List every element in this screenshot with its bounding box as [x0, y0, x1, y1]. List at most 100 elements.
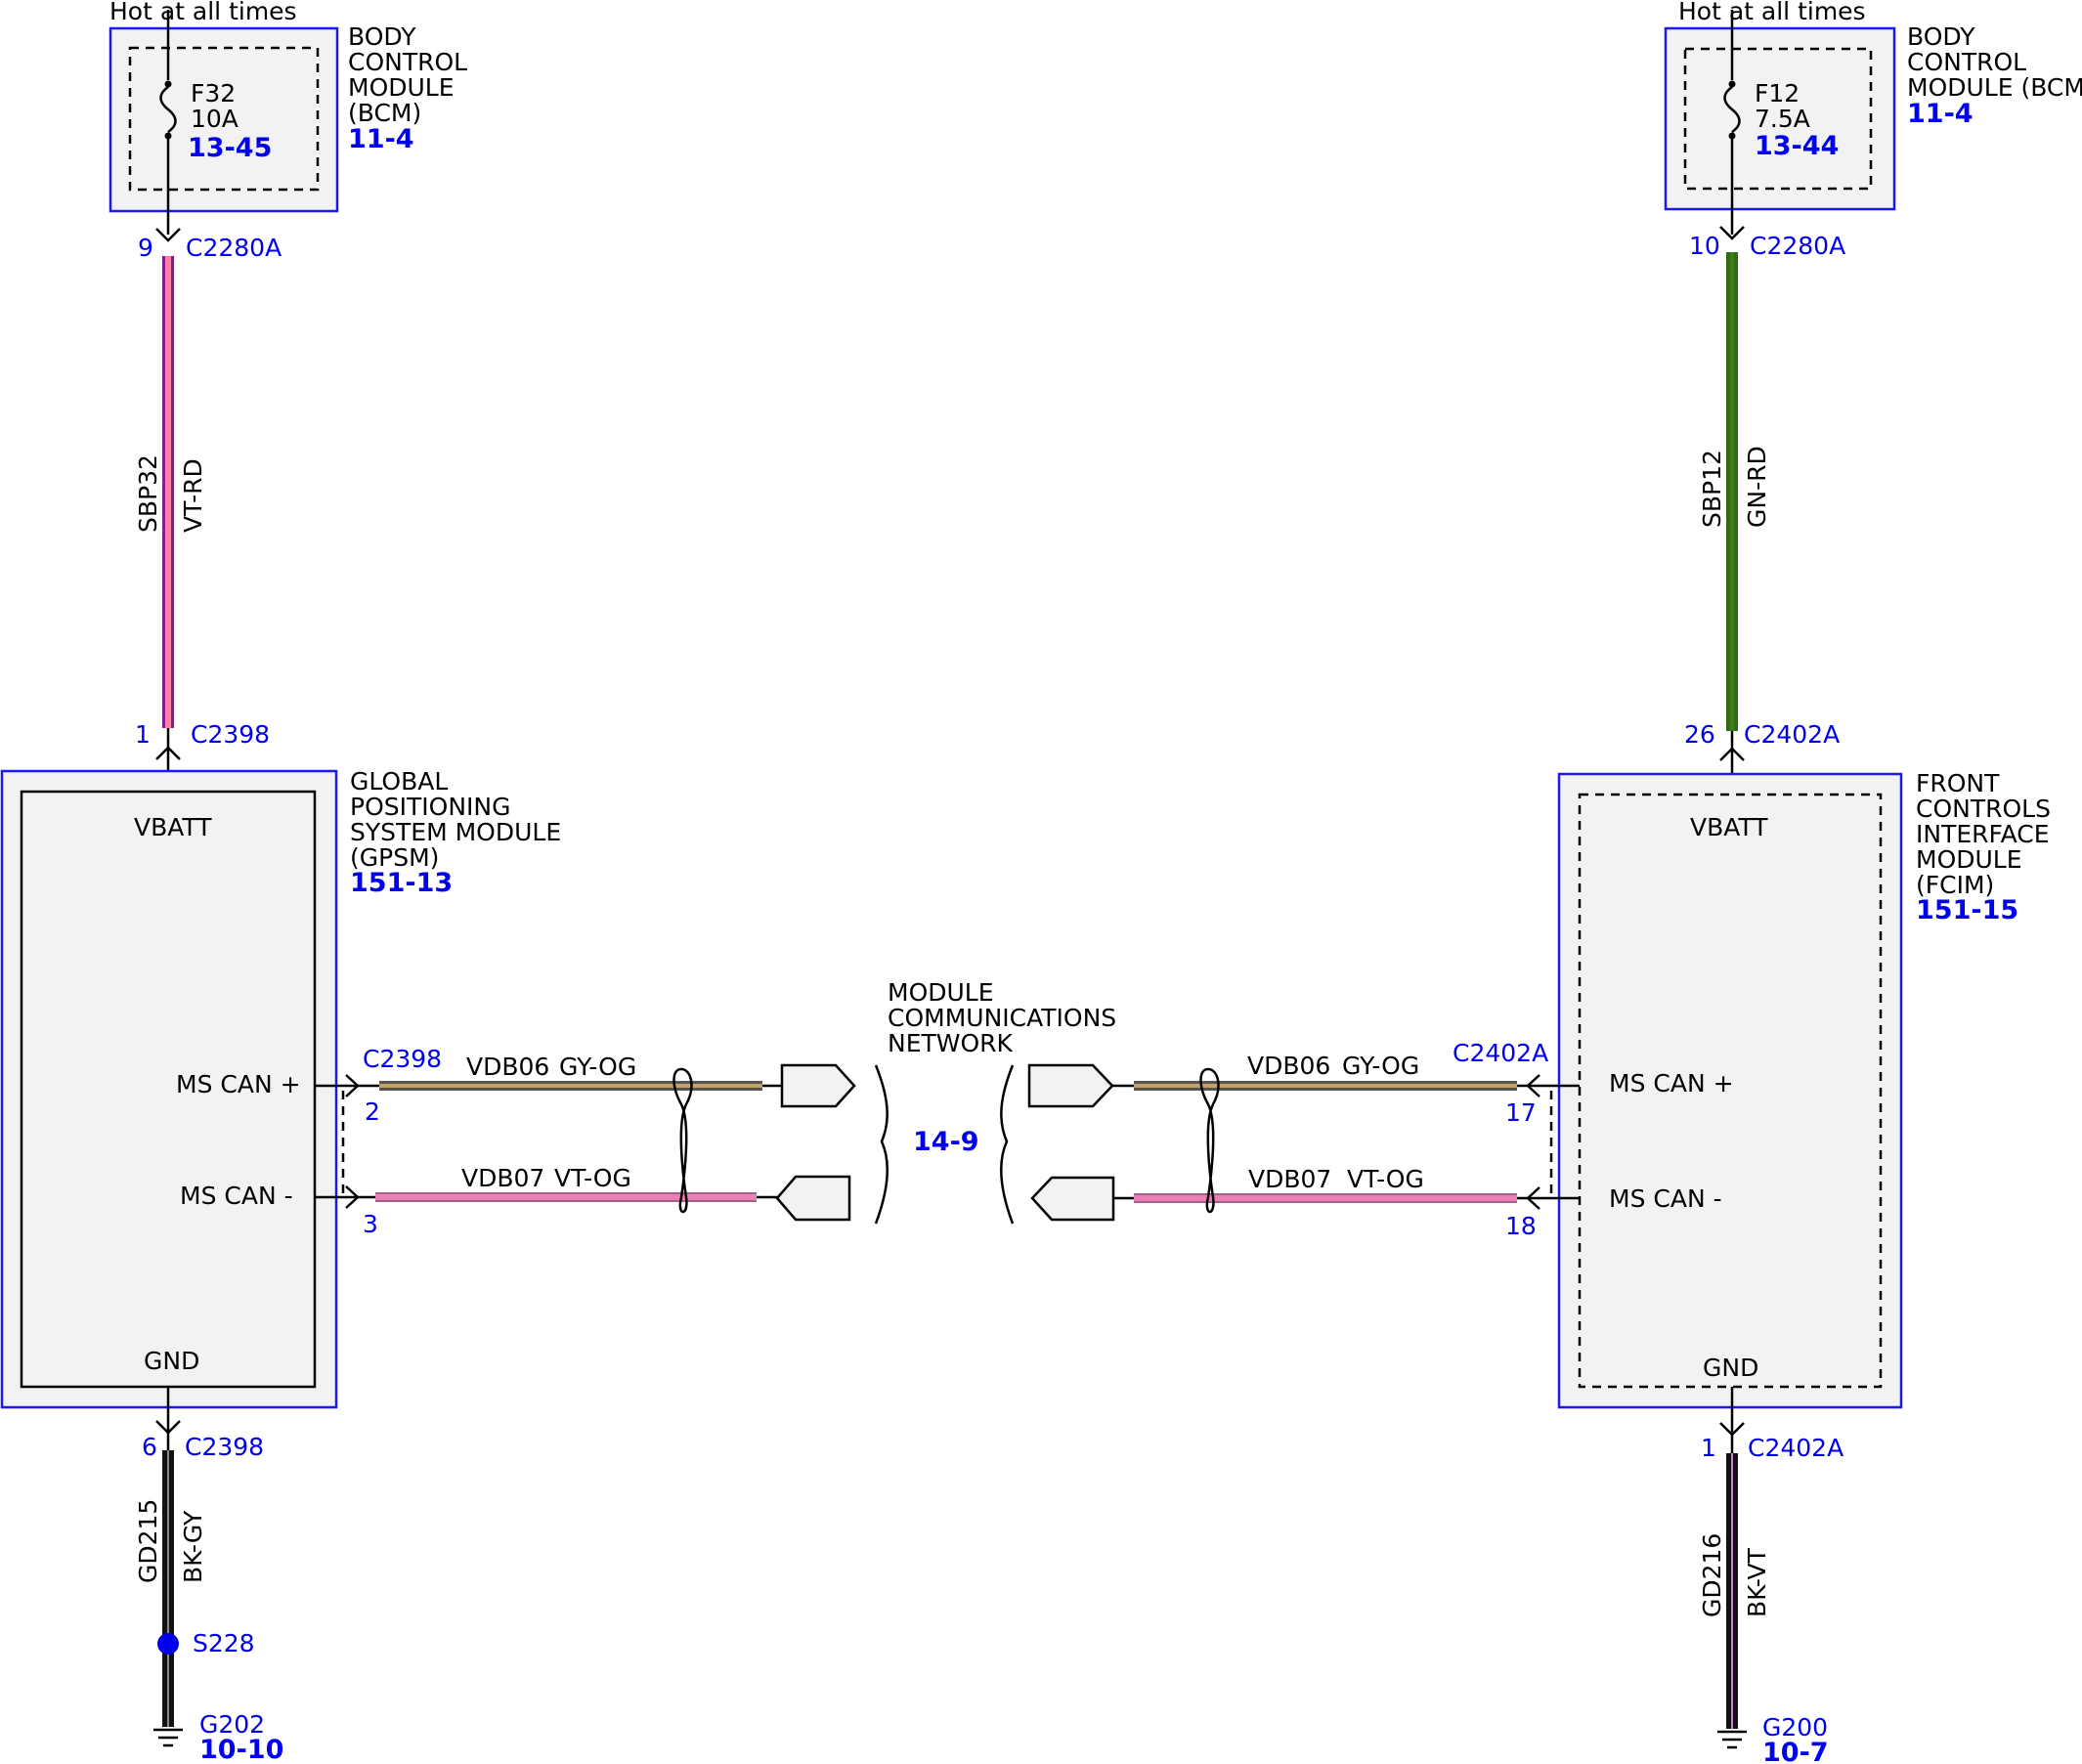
- left-twisted-pair-icon: [672, 1067, 693, 1214]
- right-bcm-name-2: CONTROL: [1907, 48, 2026, 76]
- left-module-connector-pin: 1: [135, 720, 151, 749]
- left-can-plus-wire-stripe: [379, 1084, 762, 1088]
- left-power-wire-stripe: [165, 256, 171, 728]
- right-power-wire-color: GN-RD: [1743, 446, 1771, 528]
- fcim-gnd-label: GND: [1703, 1354, 1758, 1382]
- gpsm-ref[interactable]: 151-13: [350, 868, 453, 898]
- left-fuse-rating: 10A: [191, 105, 239, 133]
- fcim-ref[interactable]: 151-15: [1916, 895, 2018, 925]
- gpsm-name-4: (GPSM): [350, 843, 439, 872]
- network-label-2: COMMUNICATIONS: [888, 1004, 1116, 1032]
- left-can-plus-color: GY-OG: [559, 1053, 636, 1081]
- left-fuse-ref[interactable]: 13-45: [188, 133, 272, 163]
- left-power-wire-color: VT-RD: [179, 458, 207, 533]
- fcim-module-box: [1557, 772, 1903, 1409]
- right-fuse-rating: 7.5A: [1755, 105, 1810, 133]
- right-can-plus-circuit: VDB06: [1247, 1052, 1330, 1080]
- fcim-gnd-chevron-icon: [1719, 1422, 1745, 1437]
- fcim-gnd-connector-id: C2402A: [1748, 1434, 1843, 1462]
- left-bcm-ref[interactable]: 11-4: [348, 124, 414, 154]
- fcim-name-2: CONTROLS: [1916, 795, 2051, 823]
- network-ref[interactable]: 14-9: [913, 1127, 979, 1157]
- right-bcm-inner-dashed: [1683, 47, 1873, 191]
- fcim-can-minus-pin: 18: [1505, 1212, 1537, 1240]
- right-module-connector-chevron-icon: [1719, 747, 1745, 761]
- left-gnd-wire-stripe: [167, 1450, 169, 1727]
- right-gnd-wire-color: BK-VT: [1743, 1547, 1771, 1617]
- right-bcm-connector-id: C2280A: [1750, 232, 1845, 260]
- right-gnd-wire-circuit: GD216: [1698, 1533, 1726, 1617]
- right-twisted-pair-icon: [1199, 1067, 1220, 1214]
- left-fuse-icon: [159, 85, 177, 134]
- gpsm-name-2: POSITIONING: [350, 793, 510, 821]
- left-bcm-inner-dashed: [128, 46, 320, 192]
- right-fuse-ref[interactable]: 13-44: [1755, 131, 1839, 161]
- left-can-minus-wire-stripe: [375, 1194, 757, 1200]
- left-bcm-name-1: BODY: [348, 22, 416, 51]
- right-bcm-connector-chevron-icon: [1719, 226, 1745, 240]
- right-power-source-label: Hot at all times: [1678, 0, 1866, 25]
- right-ground-ref[interactable]: 10-7: [1762, 1738, 1829, 1764]
- network-label-3: NETWORK: [888, 1029, 1014, 1057]
- right-bcm-name-3: MODULE (BCM): [1907, 73, 2082, 102]
- right-bcm-name-1: BODY: [1907, 22, 1975, 51]
- right-can-minus-circuit: VDB07: [1248, 1165, 1331, 1193]
- right-power-wire-circuit: SBP12: [1698, 450, 1726, 528]
- right-can-minus-color: VT-OG: [1347, 1165, 1424, 1193]
- splice-dot-icon: [157, 1633, 179, 1655]
- right-ground-id: G200: [1762, 1713, 1828, 1742]
- right-fuse-terminal-top: [1728, 80, 1736, 88]
- right-bcm-box: [1664, 26, 1896, 211]
- right-gnd-wire-stripe: [1731, 1453, 1733, 1729]
- network-right-brace-icon: [1000, 1064, 1015, 1225]
- fcim-can-connector-id: C2402A: [1453, 1039, 1548, 1067]
- right-can-plus-color: GY-OG: [1342, 1052, 1419, 1080]
- fcim-can-plus-label: MS CAN +: [1609, 1069, 1734, 1097]
- gpsm-inner-box: [20, 790, 317, 1389]
- fcim-inner-dashed: [1578, 793, 1883, 1389]
- left-fuse-id: F32: [191, 79, 236, 108]
- gpsm-name-1: GLOBAL: [350, 767, 448, 796]
- left-gnd-wire-circuit: GD215: [134, 1499, 162, 1583]
- gpsm-name-3: SYSTEM MODULE: [350, 818, 561, 846]
- gpsm-can-plus-label: MS CAN +: [176, 1070, 301, 1098]
- fcim-can-plus-pin: 17: [1505, 1098, 1537, 1127]
- gpsm-can-minus-pin: 3: [363, 1210, 378, 1238]
- fcim-gnd-connector-pin: 1: [1701, 1434, 1716, 1462]
- right-fuse-icon: [1723, 85, 1741, 134]
- fcim-name-3: INTERFACE: [1916, 820, 2050, 848]
- right-can-plus-arrow-icon: [1027, 1063, 1114, 1108]
- left-module-connector-id: C2398: [191, 720, 270, 749]
- gpsm-gnd-connector-id: C2398: [185, 1433, 264, 1461]
- left-power-source-label: Hot at all times: [109, 0, 297, 25]
- fcim-vbatt-label: VBATT: [1690, 813, 1768, 841]
- gpsm-vbatt-label: VBATT: [134, 813, 212, 841]
- left-can-minus-color: VT-OG: [554, 1164, 631, 1192]
- left-can-plus-circuit: VDB06: [466, 1053, 549, 1081]
- left-bcm-connector-pin: 9: [138, 234, 153, 262]
- fcim-can-minus-label: MS CAN -: [1609, 1184, 1722, 1213]
- gpsm-gnd-chevron-icon: [155, 1420, 181, 1435]
- right-fuse-terminal-bottom: [1728, 132, 1736, 140]
- left-fuse-terminal-top: [164, 80, 172, 88]
- left-bcm-name-4: (BCM): [348, 99, 421, 127]
- left-bcm-box: [108, 26, 339, 213]
- right-can-plus-wire-stripe: [1134, 1084, 1517, 1088]
- left-can-plus-arrow-icon: [780, 1063, 856, 1108]
- right-bcm-ref[interactable]: 11-4: [1907, 99, 1974, 129]
- network-label-1: MODULE: [888, 978, 994, 1007]
- module-communications-network: MODULE COMMUNICATIONS NETWORK 14-9: [874, 978, 1116, 1225]
- left-power-wire-circuit: SBP32: [134, 454, 162, 533]
- right-power-wire-stripe: [1730, 252, 1734, 731]
- left-bcm-name-2: CONTROL: [348, 48, 467, 76]
- left-module-connector-chevron-icon: [155, 746, 181, 760]
- right-module-connector-pin: 26: [1684, 720, 1715, 749]
- gpsm-can-minus-label: MS CAN -: [180, 1182, 293, 1210]
- left-can-minus-circuit: VDB07: [461, 1164, 544, 1192]
- left-ground-ref[interactable]: 10-10: [199, 1735, 283, 1764]
- right-module-connector-id: C2402A: [1744, 720, 1840, 749]
- fcim-name-1: FRONT: [1916, 769, 2000, 797]
- right-fuse-id: F12: [1755, 79, 1800, 108]
- gpsm-gnd-label: GND: [144, 1347, 199, 1375]
